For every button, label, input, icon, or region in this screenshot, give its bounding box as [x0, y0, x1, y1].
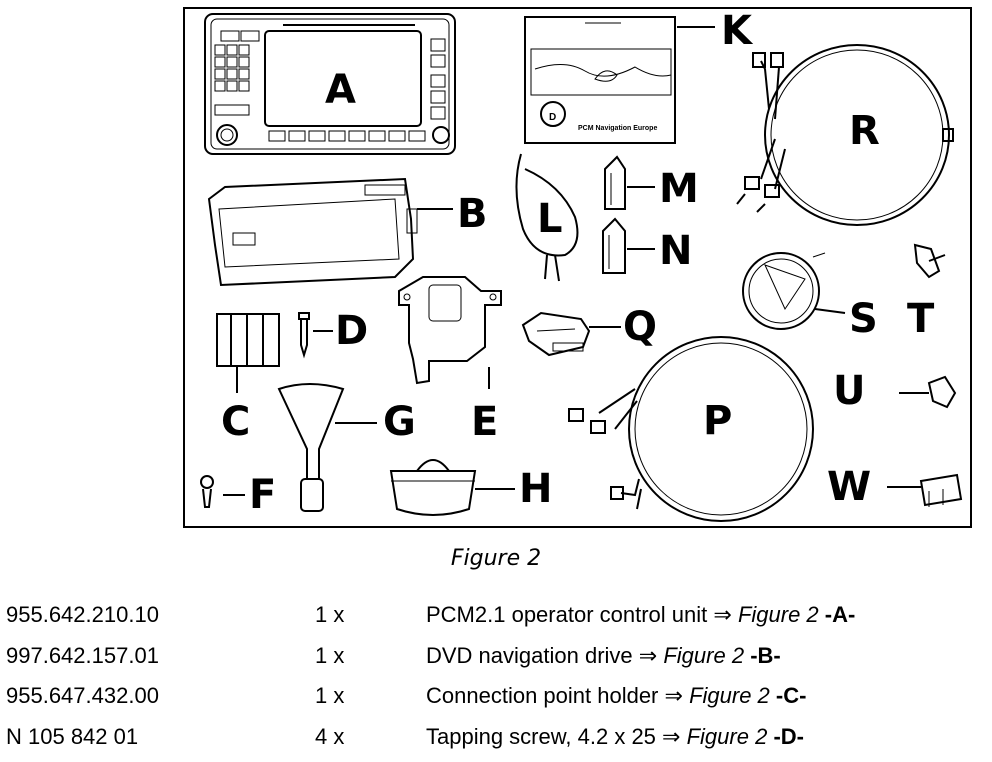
callout-g: G — [383, 399, 416, 445]
figure-ref: -C- — [775, 683, 807, 708]
description-text: DVD navigation drive — [426, 643, 633, 668]
tapping-screw-d-drawing — [298, 312, 333, 359]
figure-link[interactable]: Figure 2 — [686, 724, 768, 749]
callout-t: T — [907, 296, 935, 342]
callout-k: K — [721, 8, 752, 54]
bracket-e-drawing — [398, 276, 502, 389]
part-number: 955.642.210.10 — [6, 602, 159, 627]
funnel-tool-drawing — [277, 383, 377, 512]
callout-b: B — [457, 191, 488, 237]
callout-d: D — [335, 308, 369, 354]
part-number: 997.642.157.01 — [6, 643, 159, 668]
plug-n-drawing — [602, 217, 655, 274]
cable-s-drawing — [742, 252, 846, 330]
quantity: 1 x — [315, 683, 345, 708]
nav-card-title: PCM Navigation Europe — [578, 125, 658, 132]
callout-n: N — [659, 228, 693, 274]
pcm-unit-drawing — [204, 13, 456, 155]
bracket-q-drawing — [521, 311, 621, 357]
cable-p-drawing — [568, 336, 814, 522]
cover-h-drawing — [389, 459, 515, 516]
part-number: 955.647.432.00 — [6, 683, 159, 708]
callout-m: M — [659, 166, 699, 212]
part-number: N 105 842 01 — [6, 724, 139, 749]
part-description: Tapping screw, 4.2 x 25 ⇒ Figure 2 -D- — [426, 721, 804, 753]
parts-list-row: 955.642.210.10 1 x PCM2.1 operator contr… — [6, 599, 966, 631]
parts-list-row: 997.642.157.01 1 x DVD navigation drive … — [6, 640, 966, 672]
nav-card-disc-label: D — [549, 112, 557, 123]
callout-s: S — [849, 296, 878, 342]
callout-f: F — [249, 472, 277, 518]
part-description: Connection point holder ⇒ Figure 2 -C- — [426, 680, 806, 712]
plug-m-drawing — [604, 155, 655, 210]
description-text: PCM2.1 operator control unit — [426, 602, 708, 627]
connection-holder-drawing — [216, 313, 280, 393]
callout-q: Q — [623, 304, 658, 350]
description-text: Connection point holder — [426, 683, 659, 708]
callout-c: C — [221, 399, 251, 445]
clip-w-drawing — [887, 473, 963, 507]
part-description: DVD navigation drive ⇒ Figure 2 -B- — [426, 640, 781, 672]
quantity: 1 x — [315, 602, 345, 627]
parts-illustration — [200, 13, 963, 522]
cable-l-drawing — [515, 153, 579, 282]
clip-t-drawing — [913, 243, 946, 279]
dvd-drive-drawing — [207, 177, 453, 287]
tapping-screw-f-drawing — [200, 475, 245, 508]
arrow-icon[interactable]: ⇒ — [713, 602, 732, 627]
quantity: 1 x — [315, 643, 345, 668]
parts-list-row: N 105 842 01 4 x Tapping screw, 4.2 x 25… — [6, 721, 966, 753]
cable-r-drawing — [736, 44, 954, 226]
callout-e: E — [471, 399, 499, 445]
callout-h: H — [519, 466, 553, 512]
figure-caption: Figure 2 — [450, 546, 542, 571]
arrow-icon[interactable]: ⇒ — [664, 683, 683, 708]
figure-ref: -D- — [773, 724, 804, 749]
figure-link[interactable]: Figure 2 — [737, 602, 819, 627]
description-text: Tapping screw, 4.2 x 25 — [426, 724, 656, 749]
arrow-icon[interactable]: ⇒ — [662, 724, 681, 749]
quantity: 4 x — [315, 724, 345, 749]
callout-l: L — [537, 196, 563, 242]
part-description: PCM2.1 operator control unit ⇒ Figure 2 … — [426, 599, 855, 631]
figure-link[interactable]: Figure 2 — [663, 643, 745, 668]
figure-ref: -B- — [750, 643, 781, 668]
callout-p: P — [703, 398, 733, 444]
figure-link[interactable]: Figure 2 — [689, 683, 770, 708]
callout-a: A — [325, 67, 356, 113]
callout-u: U — [833, 368, 866, 414]
callout-r: R — [849, 108, 880, 154]
navigation-card-drawing — [524, 16, 715, 144]
arrow-icon[interactable]: ⇒ — [638, 643, 658, 668]
figure-ref: -A- — [824, 602, 856, 627]
callout-w: W — [827, 464, 872, 510]
parts-figure: A K R B L M N S T D Q P U C G E F H W PC… — [183, 7, 972, 528]
clip-u-drawing — [899, 375, 957, 409]
parts-list-row: 955.647.432.00 1 x Connection point hold… — [6, 680, 966, 712]
